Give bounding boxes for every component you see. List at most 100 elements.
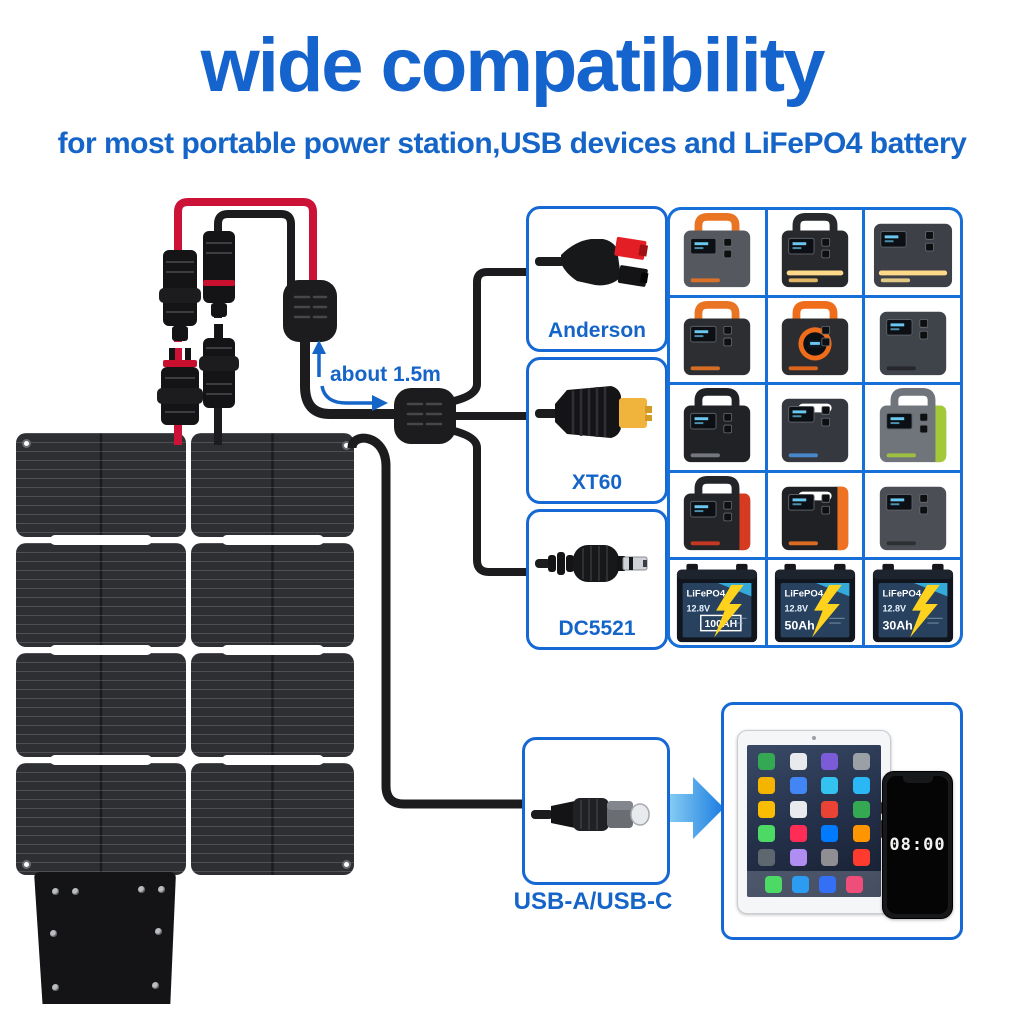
devices-arrow	[658, 777, 724, 839]
app-icon	[758, 776, 776, 794]
phone-clock: 08:00	[889, 835, 946, 855]
usb-devices-box: 08:00	[721, 702, 963, 940]
solar-panel-section	[16, 763, 186, 875]
svg-text:LiFePO4: LiFePO4	[784, 588, 823, 599]
app-icon	[852, 752, 870, 770]
svg-text:12.8V: 12.8V	[882, 603, 906, 613]
dc5521-plug-graphic	[535, 545, 648, 582]
power-station-6	[865, 297, 960, 383]
anderson-connector-box: Anderson	[526, 206, 668, 352]
input-splitter	[283, 280, 337, 342]
grommet-hole	[22, 439, 31, 448]
phone: 08:00	[880, 771, 953, 919]
fold-slot	[222, 645, 324, 655]
dc5521-connector-box: DC5521	[526, 509, 668, 650]
dock-app-icon	[819, 875, 836, 893]
svg-text:LiFePO4: LiFePO4	[882, 588, 921, 599]
tablet-dock	[747, 871, 881, 897]
screw	[52, 984, 59, 991]
screw	[50, 930, 57, 937]
mc4-pair-middle	[199, 231, 239, 408]
solar-panel	[16, 433, 354, 875]
app-icon	[758, 800, 776, 818]
power-station-5	[767, 297, 863, 383]
app-icon	[852, 800, 870, 818]
app-icon	[789, 752, 807, 770]
anderson-label: Anderson	[547, 319, 646, 342]
dock-app-icon	[792, 875, 809, 893]
solar-panel-section	[191, 763, 354, 875]
dock-app-icon	[846, 875, 863, 893]
app-icon	[852, 824, 870, 842]
page-title: wide compatibility	[200, 23, 826, 108]
length-arrow-up	[312, 340, 326, 377]
app-icon	[821, 824, 839, 842]
screw	[52, 888, 59, 895]
power-station-11	[767, 472, 863, 558]
app-icon	[758, 824, 776, 842]
tablet-app-icons	[753, 751, 875, 867]
power-station-1	[670, 210, 765, 295]
fold-slot	[50, 755, 152, 765]
screw	[138, 886, 145, 893]
app-icon	[789, 800, 807, 818]
fold-slot	[50, 535, 152, 545]
anderson-branch-cable	[449, 268, 534, 406]
mc4-pair-left	[157, 250, 203, 425]
compatibility-grid: LiFePO412.8V100AHLiFePO412.8V50AhLiFePO4…	[667, 207, 963, 648]
svg-text:LiFePO4: LiFePO4	[687, 588, 726, 599]
svg-text:12.8V: 12.8V	[687, 603, 711, 613]
app-icon	[758, 752, 776, 770]
solar-panel-section	[16, 433, 186, 537]
power-station-9	[865, 385, 960, 470]
main-cable	[300, 340, 398, 419]
solar-panel-section	[191, 653, 354, 757]
power-station-7	[670, 385, 765, 470]
fold-slot	[222, 535, 324, 545]
xt60-plug-graphic	[535, 386, 652, 438]
phone-screen: 08:00	[887, 776, 948, 914]
app-icon	[758, 848, 776, 866]
three-way-splitter	[394, 388, 456, 444]
cable-length-label: about 1.5m	[330, 363, 441, 386]
app-icon	[852, 776, 870, 794]
svg-text:50Ah: 50Ah	[784, 618, 814, 632]
grommet-hole	[342, 860, 351, 869]
solar-panel-section	[191, 433, 354, 537]
power-station-8	[767, 385, 863, 470]
app-icon	[789, 848, 807, 866]
svg-text:30Ah: 30Ah	[882, 618, 912, 632]
length-arrow-curved	[320, 385, 388, 411]
grommet-hole	[22, 860, 31, 869]
xt60-label: XT60	[571, 471, 623, 494]
usb-cable	[347, 433, 530, 809]
usb-label: USB-A/USB-C	[513, 888, 673, 915]
tablet-camera	[812, 736, 816, 740]
app-icon	[821, 776, 839, 794]
screw	[72, 888, 79, 895]
lifepo4-battery-3: LiFePO4 12.8V 30Ah	[865, 560, 960, 645]
app-icon	[821, 848, 839, 866]
phone-notch	[902, 776, 933, 783]
power-station-12	[865, 472, 960, 558]
dc5521-branch-cable	[449, 426, 534, 576]
power-station-10	[670, 472, 765, 558]
app-icon	[821, 800, 839, 818]
usb-plug-graphic	[531, 798, 650, 831]
solar-panel-section	[16, 543, 186, 647]
xt60-connector-box: XT60	[526, 357, 668, 504]
power-station-3	[865, 210, 960, 295]
screw	[152, 982, 159, 989]
usb-connector-box	[522, 737, 670, 885]
screw	[158, 886, 165, 893]
screw	[155, 928, 162, 935]
page-subtitle: for most portable power station,USB devi…	[57, 127, 967, 160]
dc5521-label: DC5521	[558, 617, 636, 640]
solar-panel-section	[191, 543, 354, 647]
dock-app-icon	[765, 875, 782, 893]
app-icon	[821, 752, 839, 770]
power-station-4	[670, 297, 765, 383]
